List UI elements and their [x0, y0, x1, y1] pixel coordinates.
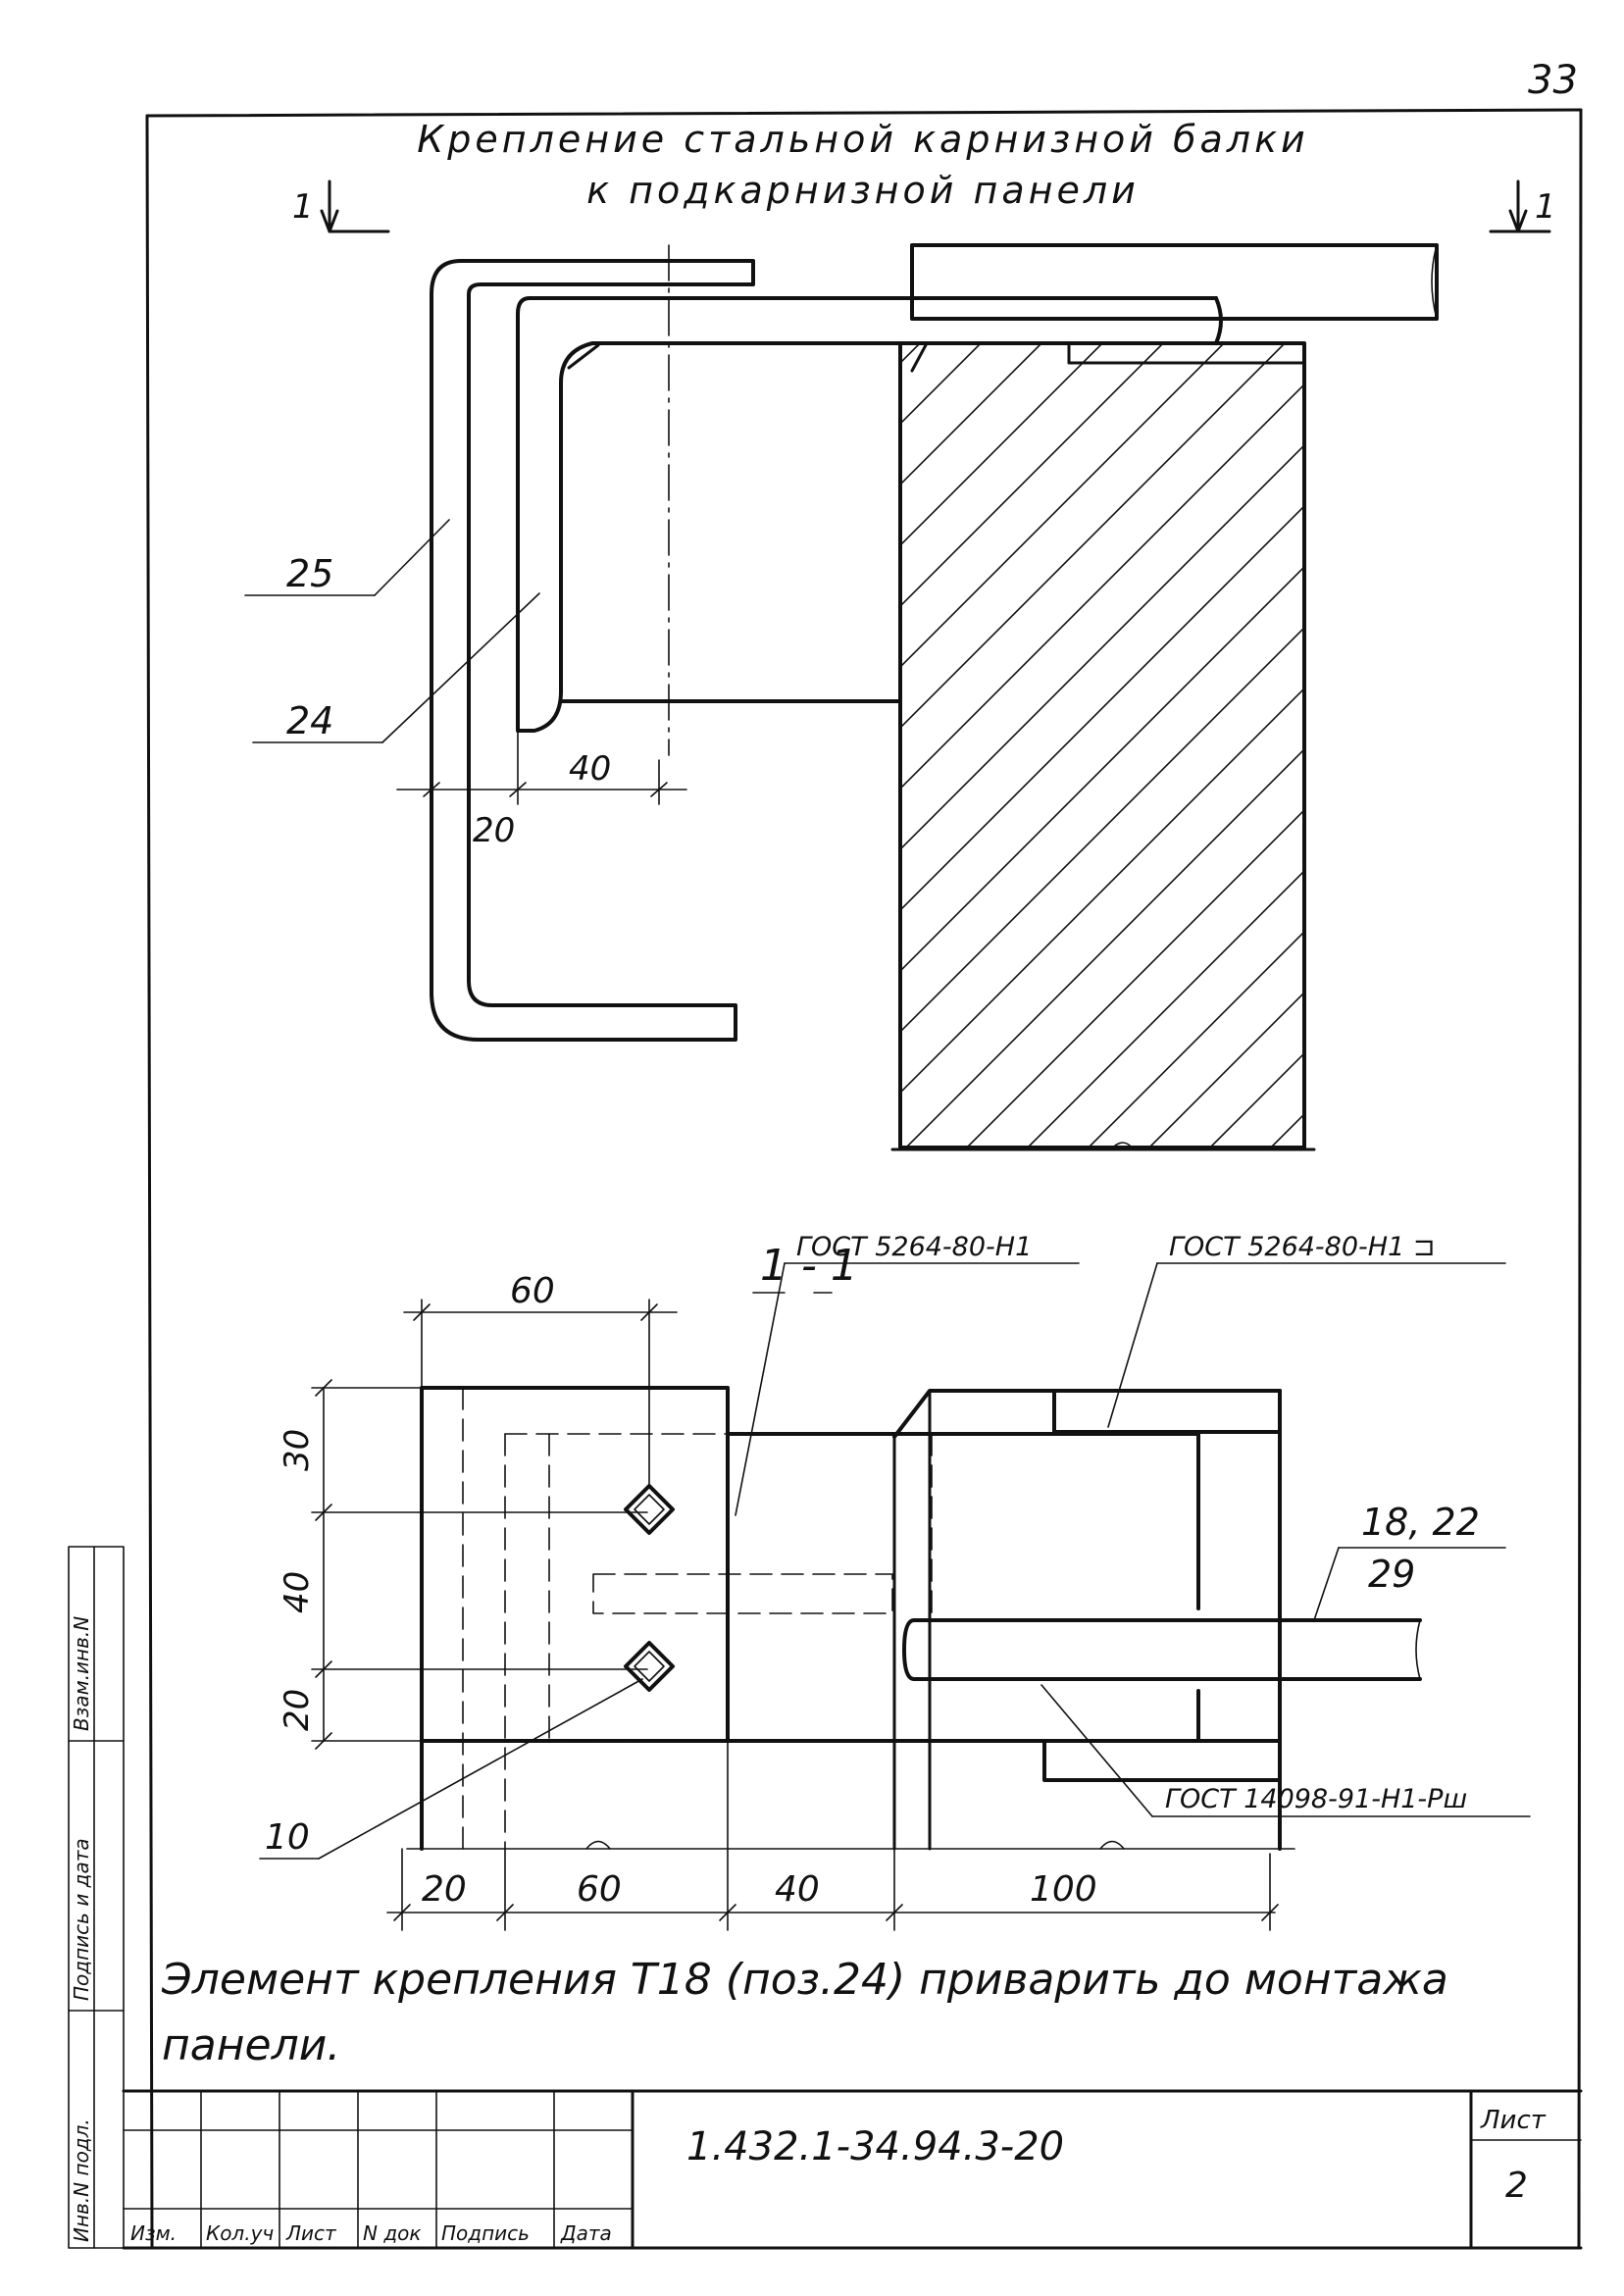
anchor-diamond-lower: [624, 1641, 675, 1692]
hatch-line: [966, 808, 1304, 1148]
title-block: Изм. Кол.уч Лист N док Подпись Дата 1.43…: [122, 2089, 1583, 2250]
svg-text:1: 1: [1535, 187, 1556, 227]
hatch-line: [900, 565, 1304, 973]
bracket-pos-25: [430, 259, 755, 1042]
callout-pos-10: 10: [265, 1817, 310, 1858]
hatch-line: [1148, 991, 1304, 1148]
anchor-bar: [902, 1618, 1422, 1681]
section-1-1: 30 40 20 60 20 60 40 100 ГОСТ 5264-80-Н1…: [259, 1232, 1531, 1931]
sheet-label: Лист: [1480, 2106, 1547, 2135]
dim-bottom-20: 20: [422, 1869, 467, 1910]
weld-label-left: ГОСТ 5264-80-Н1: [796, 1232, 1032, 1262]
side-stamp-replacement-inv: Взам.инв.N: [70, 1616, 93, 1731]
side-stamp-signature-date: Подпись и дата: [70, 1838, 93, 2001]
stamp-col-data: Дата: [560, 2221, 612, 2245]
title-line-1: Крепление стальной карнизной балки: [417, 118, 1309, 161]
hatch-line: [900, 504, 1304, 912]
hatch-line: [900, 626, 1304, 1034]
side-stamp-inv-number: Инв.N подл.: [70, 2118, 93, 2242]
dim-top-20: 20: [473, 811, 515, 850]
note-line-1: Элемент крепления Т18 (поз.24) приварить…: [161, 1955, 1448, 2005]
top-detail: 40 20 25 24: [244, 243, 1439, 1151]
hatch-line: [900, 383, 1304, 791]
dim-top-40: 40: [569, 749, 611, 789]
hatch-line: [900, 343, 982, 426]
callout-pos-18-22: 18, 22: [1361, 1501, 1480, 1544]
drawing-frame: [122, 108, 1583, 2250]
dim-vert-40: 40: [278, 1571, 317, 1613]
stamp-col-list: Лист: [285, 2221, 337, 2245]
weld-label-bottom: ГОСТ 14098-91-Н1-Рш: [1165, 1784, 1467, 1814]
fastener-pos-24: [516, 296, 1218, 733]
callout-pos-29: 29: [1368, 1553, 1415, 1596]
hatch-line: [900, 443, 1304, 851]
dim-top-60: 60: [510, 1271, 555, 1311]
section-marker-left: 1: [292, 179, 390, 233]
hatch-line: [900, 343, 1286, 730]
stamp-col-podpis: Подпись: [441, 2221, 530, 2245]
callout-pos-25: 25: [286, 552, 333, 595]
svg-text:1: 1: [292, 187, 314, 227]
section-marker-right: 1: [1489, 179, 1556, 233]
page-number: 33: [1528, 58, 1578, 103]
beam-flange: [910, 243, 1439, 321]
hatch-line: [1027, 869, 1304, 1148]
section-plate: [420, 1386, 730, 1743]
hatch-line: [1088, 930, 1304, 1148]
panel-section: [898, 341, 1306, 1149]
hatch-line: [900, 343, 1042, 486]
dim-bottom-40: 40: [775, 1869, 820, 1910]
dim-vert-20: 20: [278, 1689, 317, 1731]
title-line-2: к подкарнизной панели: [586, 169, 1140, 212]
hatch-line: [1270, 1112, 1304, 1148]
weld-label-right: ГОСТ 5264-80-Н1 ⊐: [1169, 1232, 1435, 1262]
dim-bottom-60: 60: [577, 1869, 622, 1910]
sheet-number: 2: [1505, 2166, 1528, 2206]
dim-bottom-100: 100: [1030, 1869, 1097, 1910]
callout-pos-24: 24: [286, 699, 333, 742]
hatch-line: [1209, 1051, 1304, 1148]
hatch-line: [900, 687, 1304, 1095]
drawing-designation: 1.432.1-34.94.3-20: [686, 2124, 1064, 2169]
stamp-col-n-dok: N док: [363, 2221, 421, 2245]
section-title: 1 - 1: [760, 1241, 858, 1291]
hatch-line: [900, 343, 1164, 608]
hatch-line: [905, 747, 1304, 1148]
anchor-diamond-upper: [624, 1484, 675, 1535]
side-stamp: Взам.инв.N Подпись и дата Инв.N подл.: [68, 1546, 125, 2249]
stamp-col-kol-uch: Кол.уч: [206, 2221, 274, 2245]
hatch-line: [900, 343, 1225, 669]
note-line-2: панели.: [162, 2020, 340, 2070]
dim-vert-30: 30: [278, 1429, 317, 1471]
hatch-line: [900, 343, 1103, 547]
stamp-col-izm: Изм.: [130, 2221, 177, 2245]
